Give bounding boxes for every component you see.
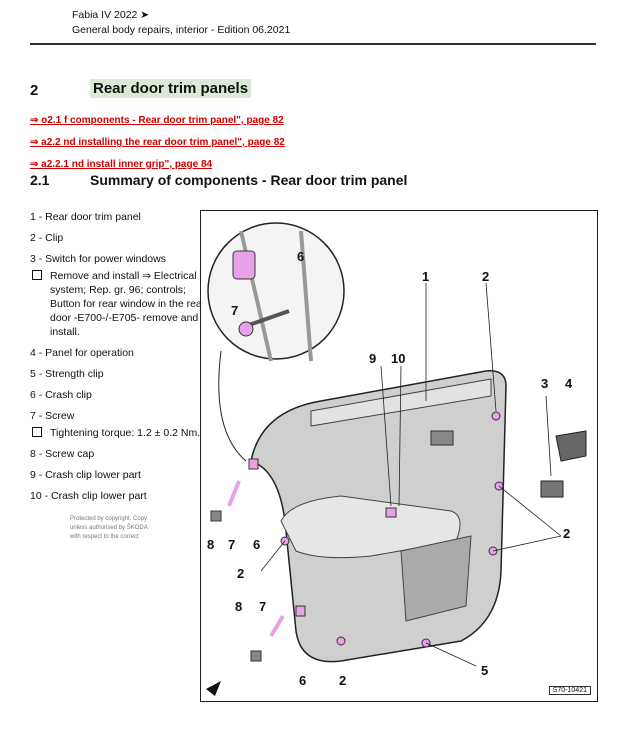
detail-circle [207, 222, 345, 360]
detail-leader [218, 350, 247, 462]
callout-2: 2 [563, 526, 571, 541]
list-item: 3 - Switch for power windows Remove and … [30, 252, 210, 339]
list-item: 2 - Clip [30, 232, 64, 244]
door-panel-drawing [206, 222, 587, 696]
list-item: 1 - Rear door trim panel [30, 211, 141, 223]
screw-head-detail [238, 321, 254, 337]
screw-detail [245, 309, 290, 328]
checkbox-icon [32, 427, 42, 437]
callout-6: 6 [299, 673, 307, 688]
armrest-shape [280, 495, 461, 559]
list-item: 5 - Strength clip [30, 368, 104, 380]
callout-1: 1 [422, 269, 430, 284]
list-item: 6 - Crash clip [30, 389, 92, 401]
crash-clip-lower-mark [385, 507, 397, 518]
callout-2: 2 [339, 673, 347, 688]
link-inner-grip[interactable]: ⇒ a2.2.1 nd install inner grip", page 84 [30, 159, 213, 170]
figure-id: S70-10421 [548, 686, 591, 695]
subsection-title: Summary of components - Rear door trim p… [90, 172, 408, 188]
panel-top-rail [310, 378, 492, 427]
list-item: 10 - Crash clip lower part [30, 490, 147, 502]
list-item: 8 - Screw cap [30, 448, 95, 460]
list-item: 9 - Crash clip lower part [30, 469, 141, 481]
list-subitem: Tightening torque: 1.2 ± 0.2 Nm. [32, 426, 210, 440]
header-model: Fabia IV 2022 ➤ [72, 9, 150, 21]
inner-grip-shape [430, 430, 454, 446]
section-number: 2 [30, 82, 39, 99]
callout-7: 7 [228, 537, 236, 552]
screw-cap-mark [210, 510, 222, 522]
callout-6: 6 [297, 249, 305, 264]
callout-7: 7 [231, 303, 239, 318]
list-item: 7 - Screw Tightening torque: 1.2 ± 0.2 N… [30, 409, 210, 440]
link-summary[interactable]: ⇒ o2.1 f components - Rear door trim pan… [30, 115, 284, 126]
section-title: Rear door trim panels [90, 79, 252, 98]
callout-3: 3 [541, 376, 549, 391]
window-switch-shape [540, 480, 564, 498]
page-header: Fabia IV 2022 ➤ General body repairs, in… [72, 8, 290, 38]
crash-clip-mark [295, 605, 306, 617]
crash-clip-detail [232, 250, 256, 280]
crash-clip-mark [248, 458, 259, 470]
callout-6: 6 [253, 537, 261, 552]
callout-9: 9 [369, 351, 377, 366]
operation-panel-shape [555, 430, 587, 462]
callout-8: 8 [235, 599, 243, 614]
callout-4: 4 [565, 376, 573, 391]
copyright-watermark: Protected by copyright. Copy unless auth… [70, 516, 148, 540]
screw-mark [227, 480, 241, 507]
clip-mark [336, 636, 346, 646]
link-remove-install[interactable]: ⇒ a2.2 nd installing the rear door trim … [30, 137, 285, 148]
direction-arrow-icon [206, 681, 221, 696]
subsection-number: 2.1 [30, 172, 50, 188]
checkbox-icon [32, 270, 42, 280]
screw-cap-mark [250, 650, 262, 662]
lower-mesh-area [400, 535, 472, 622]
link-list: ⇒ o2.1 f components - Rear door trim pan… [30, 110, 285, 176]
callout-7: 7 [259, 599, 267, 614]
callout-5: 5 [481, 663, 489, 678]
header-manual: General body repairs, interior - Edition… [72, 24, 291, 36]
screw-mark [269, 614, 285, 638]
callout-10: 10 [391, 351, 406, 366]
exploded-diagram: 6 7 1 2 3 4 9 10 2 2 8 7 6 8 7 5 6 2 S70… [200, 210, 598, 702]
callout-8: 8 [207, 537, 215, 552]
list-subitem: Remove and install ⇒ Electrical system; … [32, 269, 210, 339]
header-divider [30, 43, 596, 45]
callout-2: 2 [482, 269, 490, 284]
leader-lines [260, 282, 562, 667]
component-list: 1 - Rear door trim panel 2 - Clip 3 - Sw… [30, 210, 210, 510]
list-item: 4 - Panel for operation [30, 347, 134, 359]
clip-mark [491, 411, 501, 421]
callout-2: 2 [237, 566, 245, 581]
